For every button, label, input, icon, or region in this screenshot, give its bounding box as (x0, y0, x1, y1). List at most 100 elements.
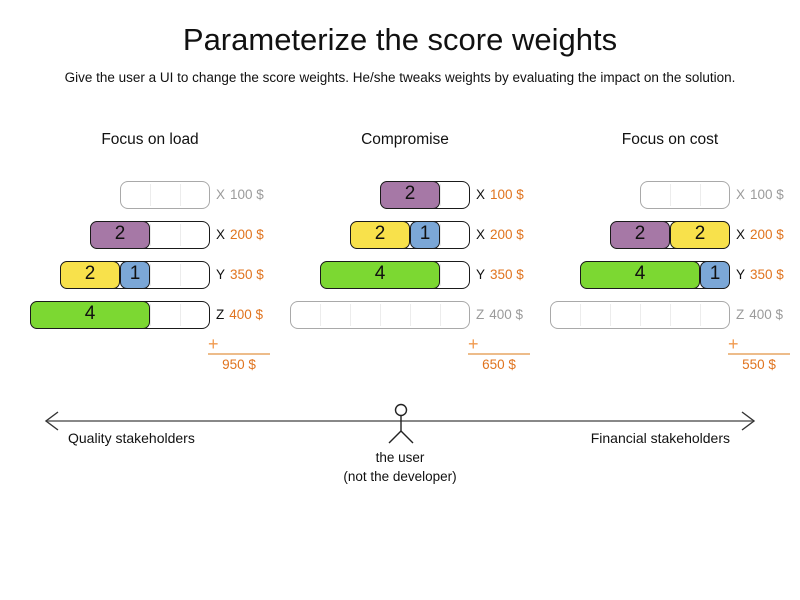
row-label-price: 100 $ (490, 187, 524, 202)
row-label-price: 400 $ (489, 307, 524, 322)
weight-block: 2 (60, 261, 120, 289)
total-value: 950 $ (222, 357, 256, 372)
row-label: X 200 $ (736, 221, 784, 249)
cell-gridline (320, 304, 321, 326)
row-label-name: X (216, 227, 226, 242)
row-label-price: 100 $ (750, 187, 784, 202)
weight-block: 2 (350, 221, 410, 249)
cell-gridline (150, 264, 151, 286)
weight-block: 1 (410, 221, 440, 249)
row-label-price: 200 $ (230, 227, 264, 242)
user-label-line1: the user (375, 450, 425, 465)
weight-block: 4 (30, 301, 150, 329)
cell-gridline (440, 304, 441, 326)
cell-gridline (440, 224, 441, 246)
row-label-price: 350 $ (230, 267, 264, 282)
row-label: Y 350 $ (476, 261, 524, 289)
row-label-name: X (216, 187, 226, 202)
resource-row (550, 301, 730, 329)
total-value: 650 $ (482, 357, 516, 372)
scenario-title: Compromise (361, 131, 449, 148)
row-label-name: X (476, 187, 486, 202)
cell-gridline (440, 184, 441, 206)
resource-row (120, 181, 210, 209)
sum-line (208, 353, 270, 355)
total-value: 550 $ (742, 357, 776, 372)
row-label: X 100 $ (476, 181, 524, 209)
row-label-price: 200 $ (750, 227, 784, 242)
cell-gridline (180, 224, 181, 246)
cell-gridline (670, 304, 671, 326)
cell-gridline (700, 184, 701, 206)
row-label-name: X (736, 227, 746, 242)
plus-sign: + (208, 334, 219, 354)
row-label-name: Y (216, 267, 226, 282)
weight-block: 4 (580, 261, 700, 289)
plus-sign: + (468, 334, 479, 354)
axis-left-label: Quality stakeholders (68, 430, 195, 446)
resource-row: 4 (30, 301, 210, 329)
sum-line (728, 353, 790, 355)
cell-gridline (180, 184, 181, 206)
row-label: Y 350 $ (216, 261, 264, 289)
weight-block: 2 (610, 221, 670, 249)
resource-row: 4 (320, 261, 470, 289)
row-label-name: Z (736, 307, 745, 322)
row-label: X 200 $ (216, 221, 264, 249)
weight-block: 1 (120, 261, 150, 289)
cell-gridline (380, 304, 381, 326)
weight-block: 2 (670, 221, 730, 249)
cell-gridline (670, 184, 671, 206)
total-block: +550 $ (728, 334, 790, 373)
row-label: Z 400 $ (736, 301, 783, 329)
resource-row (640, 181, 730, 209)
axis-right-label: Financial stakeholders (590, 430, 730, 446)
total-block: +650 $ (468, 334, 530, 373)
cell-gridline (180, 264, 181, 286)
row-label-price: 200 $ (490, 227, 524, 242)
cell-gridline (150, 224, 151, 246)
weight-block: 2 (90, 221, 150, 249)
cell-gridline (700, 304, 701, 326)
row-label-name: Z (216, 307, 225, 322)
cell-gridline (410, 304, 411, 326)
arrowhead-right-icon (741, 411, 756, 431)
cell-gridline (150, 184, 151, 206)
row-label-price: 400 $ (749, 307, 784, 322)
resource-row (290, 301, 470, 329)
row-label-name: X (736, 187, 746, 202)
resource-row: 2 (380, 181, 470, 209)
plus-sign: + (728, 334, 739, 354)
cell-gridline (580, 304, 581, 326)
row-label-price: 400 $ (229, 307, 264, 322)
page-title: Parameterize the score weights (182, 22, 618, 57)
row-label-price: 350 $ (490, 267, 524, 282)
row-label-price: 350 $ (750, 267, 784, 282)
sum-line (468, 353, 530, 355)
user-actor-icon (388, 403, 414, 444)
weight-block: 1 (700, 261, 730, 289)
arrowhead-left-icon (44, 411, 59, 431)
resource-row: 2 (90, 221, 210, 249)
cell-gridline (640, 304, 641, 326)
row-label: Y 350 $ (736, 261, 784, 289)
user-label-line2: (not the developer) (343, 469, 457, 484)
cell-gridline (150, 304, 151, 326)
row-label-name: Y (736, 267, 746, 282)
row-label-name: Y (476, 267, 486, 282)
cell-gridline (440, 264, 441, 286)
weight-block: 4 (320, 261, 440, 289)
